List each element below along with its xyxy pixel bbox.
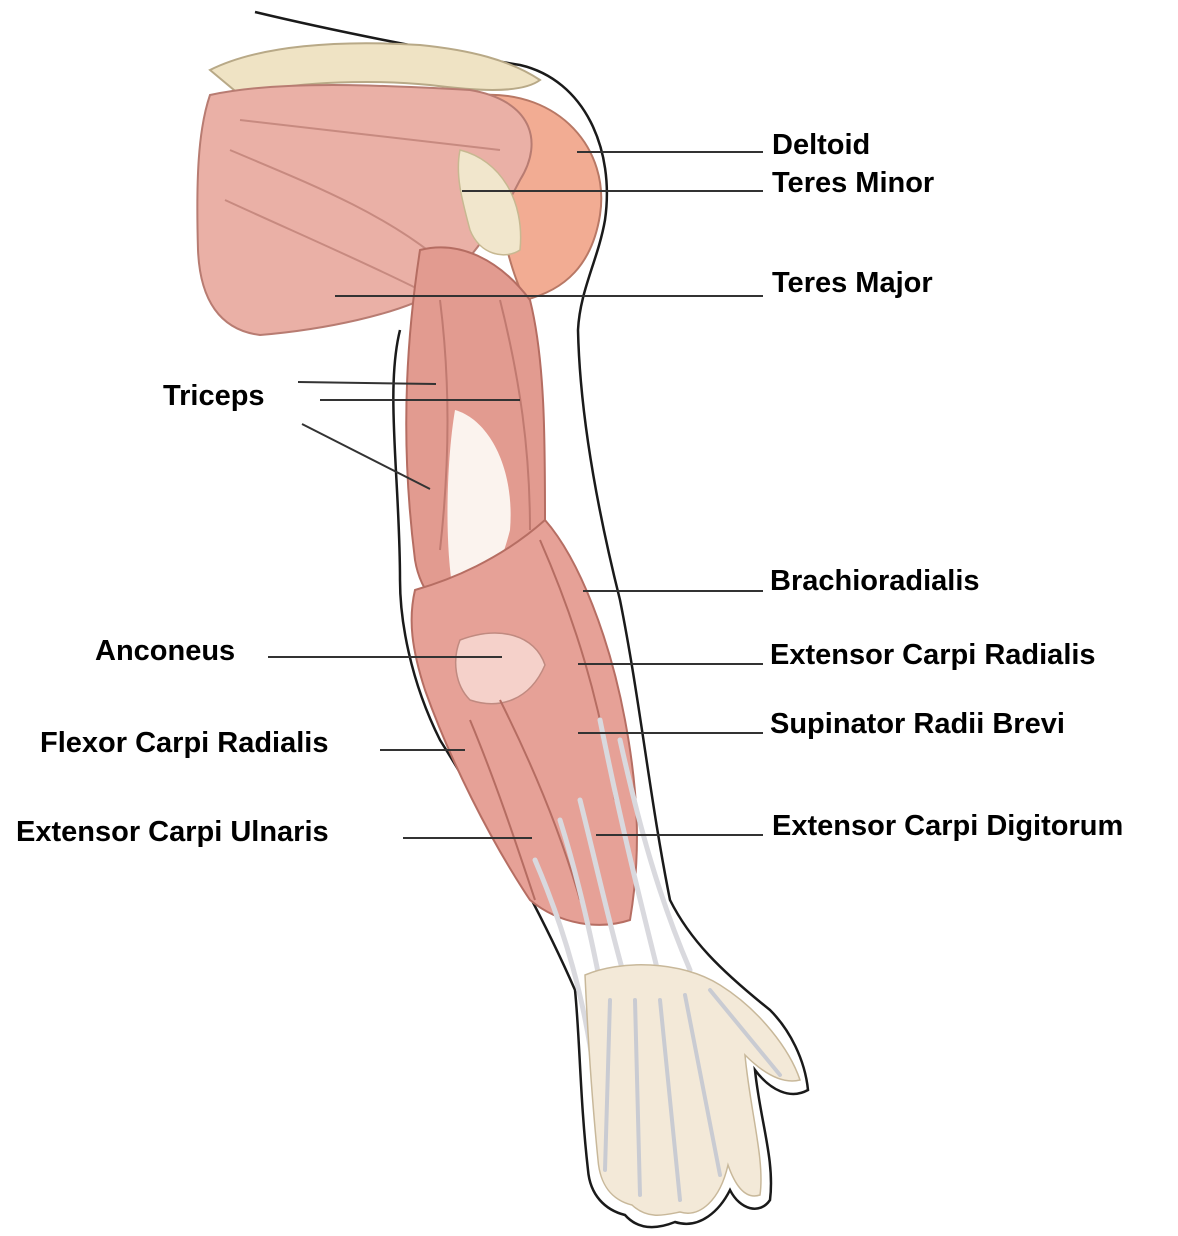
label-extensor-carpi-ulnaris: Extensor Carpi Ulnaris bbox=[16, 818, 329, 847]
forearm-muscles bbox=[412, 520, 637, 925]
label-deltoid: Deltoid bbox=[772, 131, 870, 160]
label-triceps: Triceps bbox=[163, 382, 265, 411]
label-extensor-carpi-radialis: Extensor Carpi Radialis bbox=[770, 641, 1096, 670]
label-anconeus: Anconeus bbox=[95, 637, 235, 666]
label-supinator-radii-brevi: Supinator Radii Brevi bbox=[770, 710, 1065, 739]
label-extensor-carpi-digitorum: Extensor Carpi Digitorum bbox=[772, 812, 1123, 841]
label-teres-major: Teres Major bbox=[772, 269, 933, 298]
label-flexor-carpi-radialis: Flexor Carpi Radialis bbox=[40, 729, 329, 758]
label-brachioradialis: Brachioradialis bbox=[770, 567, 980, 596]
hand-bones bbox=[585, 965, 800, 1216]
label-teres-minor: Teres Minor bbox=[772, 169, 934, 198]
